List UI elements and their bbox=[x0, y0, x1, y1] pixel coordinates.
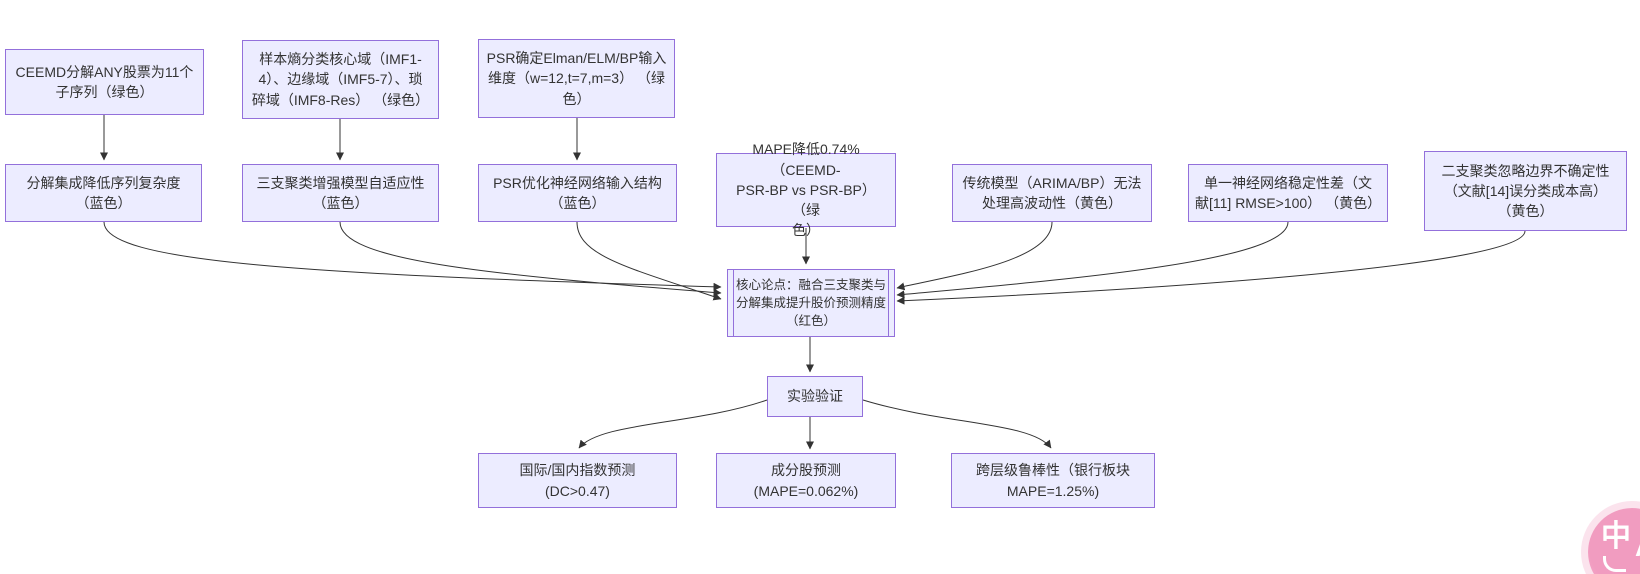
node-sample-entropy-classification: 样本熵分类核心域（IMF1- 4）、边缘域（IMF5-7）、琐 碎域（IMF8-… bbox=[242, 40, 439, 119]
node-constituent-stock-result: 成分股预测 (MAPE=0.062%) bbox=[716, 453, 896, 508]
node-index-prediction-result: 国际/国内指数预测 (DC>0.47) bbox=[478, 453, 677, 508]
edge-experiment-to-index bbox=[578, 399, 768, 449]
edge-complexity-to-core bbox=[103, 221, 722, 291]
node-three-way-clustering-adaptivity: 三支聚类增强模型自适应性 （蓝色） bbox=[242, 164, 439, 222]
edge-adaptivity-to-core bbox=[339, 221, 722, 297]
translate-floating-button[interactable]: 中 A bbox=[1588, 508, 1640, 574]
node-psr-input-dimension: PSR确定Elman/ELM/BP输入 维度（w=12,t=7,m=3） （绿 … bbox=[478, 39, 675, 118]
edge-traditional-to-core bbox=[896, 221, 1053, 291]
node-experiment-validation: 实验验证 bbox=[767, 376, 863, 417]
edge-twoway-to-core bbox=[896, 230, 1526, 305]
node-psr-optimizes-input-structure: PSR优化神经网络输入结构 （蓝色） bbox=[478, 164, 677, 222]
node-decomposition-reduces-complexity: 分解集成降低序列复杂度 （蓝色） bbox=[5, 164, 202, 222]
node-traditional-model-limitation: 传统模型（ARIMA/BP）无法 处理高波动性（黄色） bbox=[952, 164, 1152, 222]
node-core-thesis: 核心论点：融合三支聚类与 分解集成提升股价预测精度 （红色） bbox=[727, 269, 895, 337]
translate-underline-icon bbox=[1603, 556, 1626, 572]
translate-latin-glyph: A bbox=[1635, 534, 1640, 561]
node-ceemd-decomposition: CEEMD分解ANY股票为11个 子序列（绿色） bbox=[5, 49, 204, 115]
node-cross-level-robustness-result: 跨层级鲁棒性（银行板块 MAPE=1.25%) bbox=[951, 453, 1155, 508]
edge-structure-to-core bbox=[576, 221, 722, 301]
edge-singlenn-to-core bbox=[896, 221, 1289, 299]
edge-experiment-to-robustness bbox=[862, 399, 1052, 449]
node-mape-improvement-evidence: MAPE降低0.74%（CEEMD- PSR-BP vs PSR-BP） （绿 … bbox=[716, 141, 896, 238]
translate-zh-glyph: 中 bbox=[1601, 520, 1631, 553]
node-two-way-clustering-limitation: 二支聚类忽略边界不确定性 （文献[14]误分类成本高） （黄色） bbox=[1424, 151, 1627, 231]
node-single-nn-instability: 单一神经网络稳定性差（文 献[11] RMSE>100） （黄色） bbox=[1188, 164, 1388, 222]
